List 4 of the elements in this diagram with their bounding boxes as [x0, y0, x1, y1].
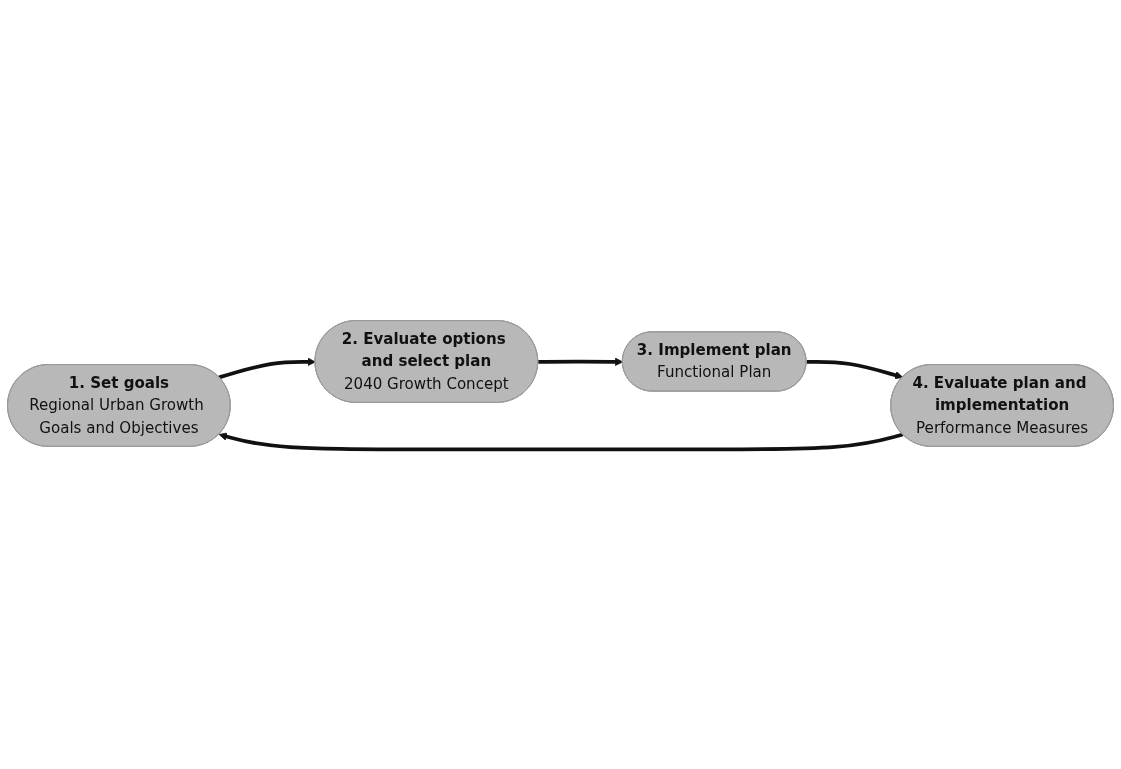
arrow	[218, 357, 316, 379]
arrow	[806, 359, 904, 379]
arrow	[218, 432, 904, 451]
arrow	[538, 357, 624, 366]
